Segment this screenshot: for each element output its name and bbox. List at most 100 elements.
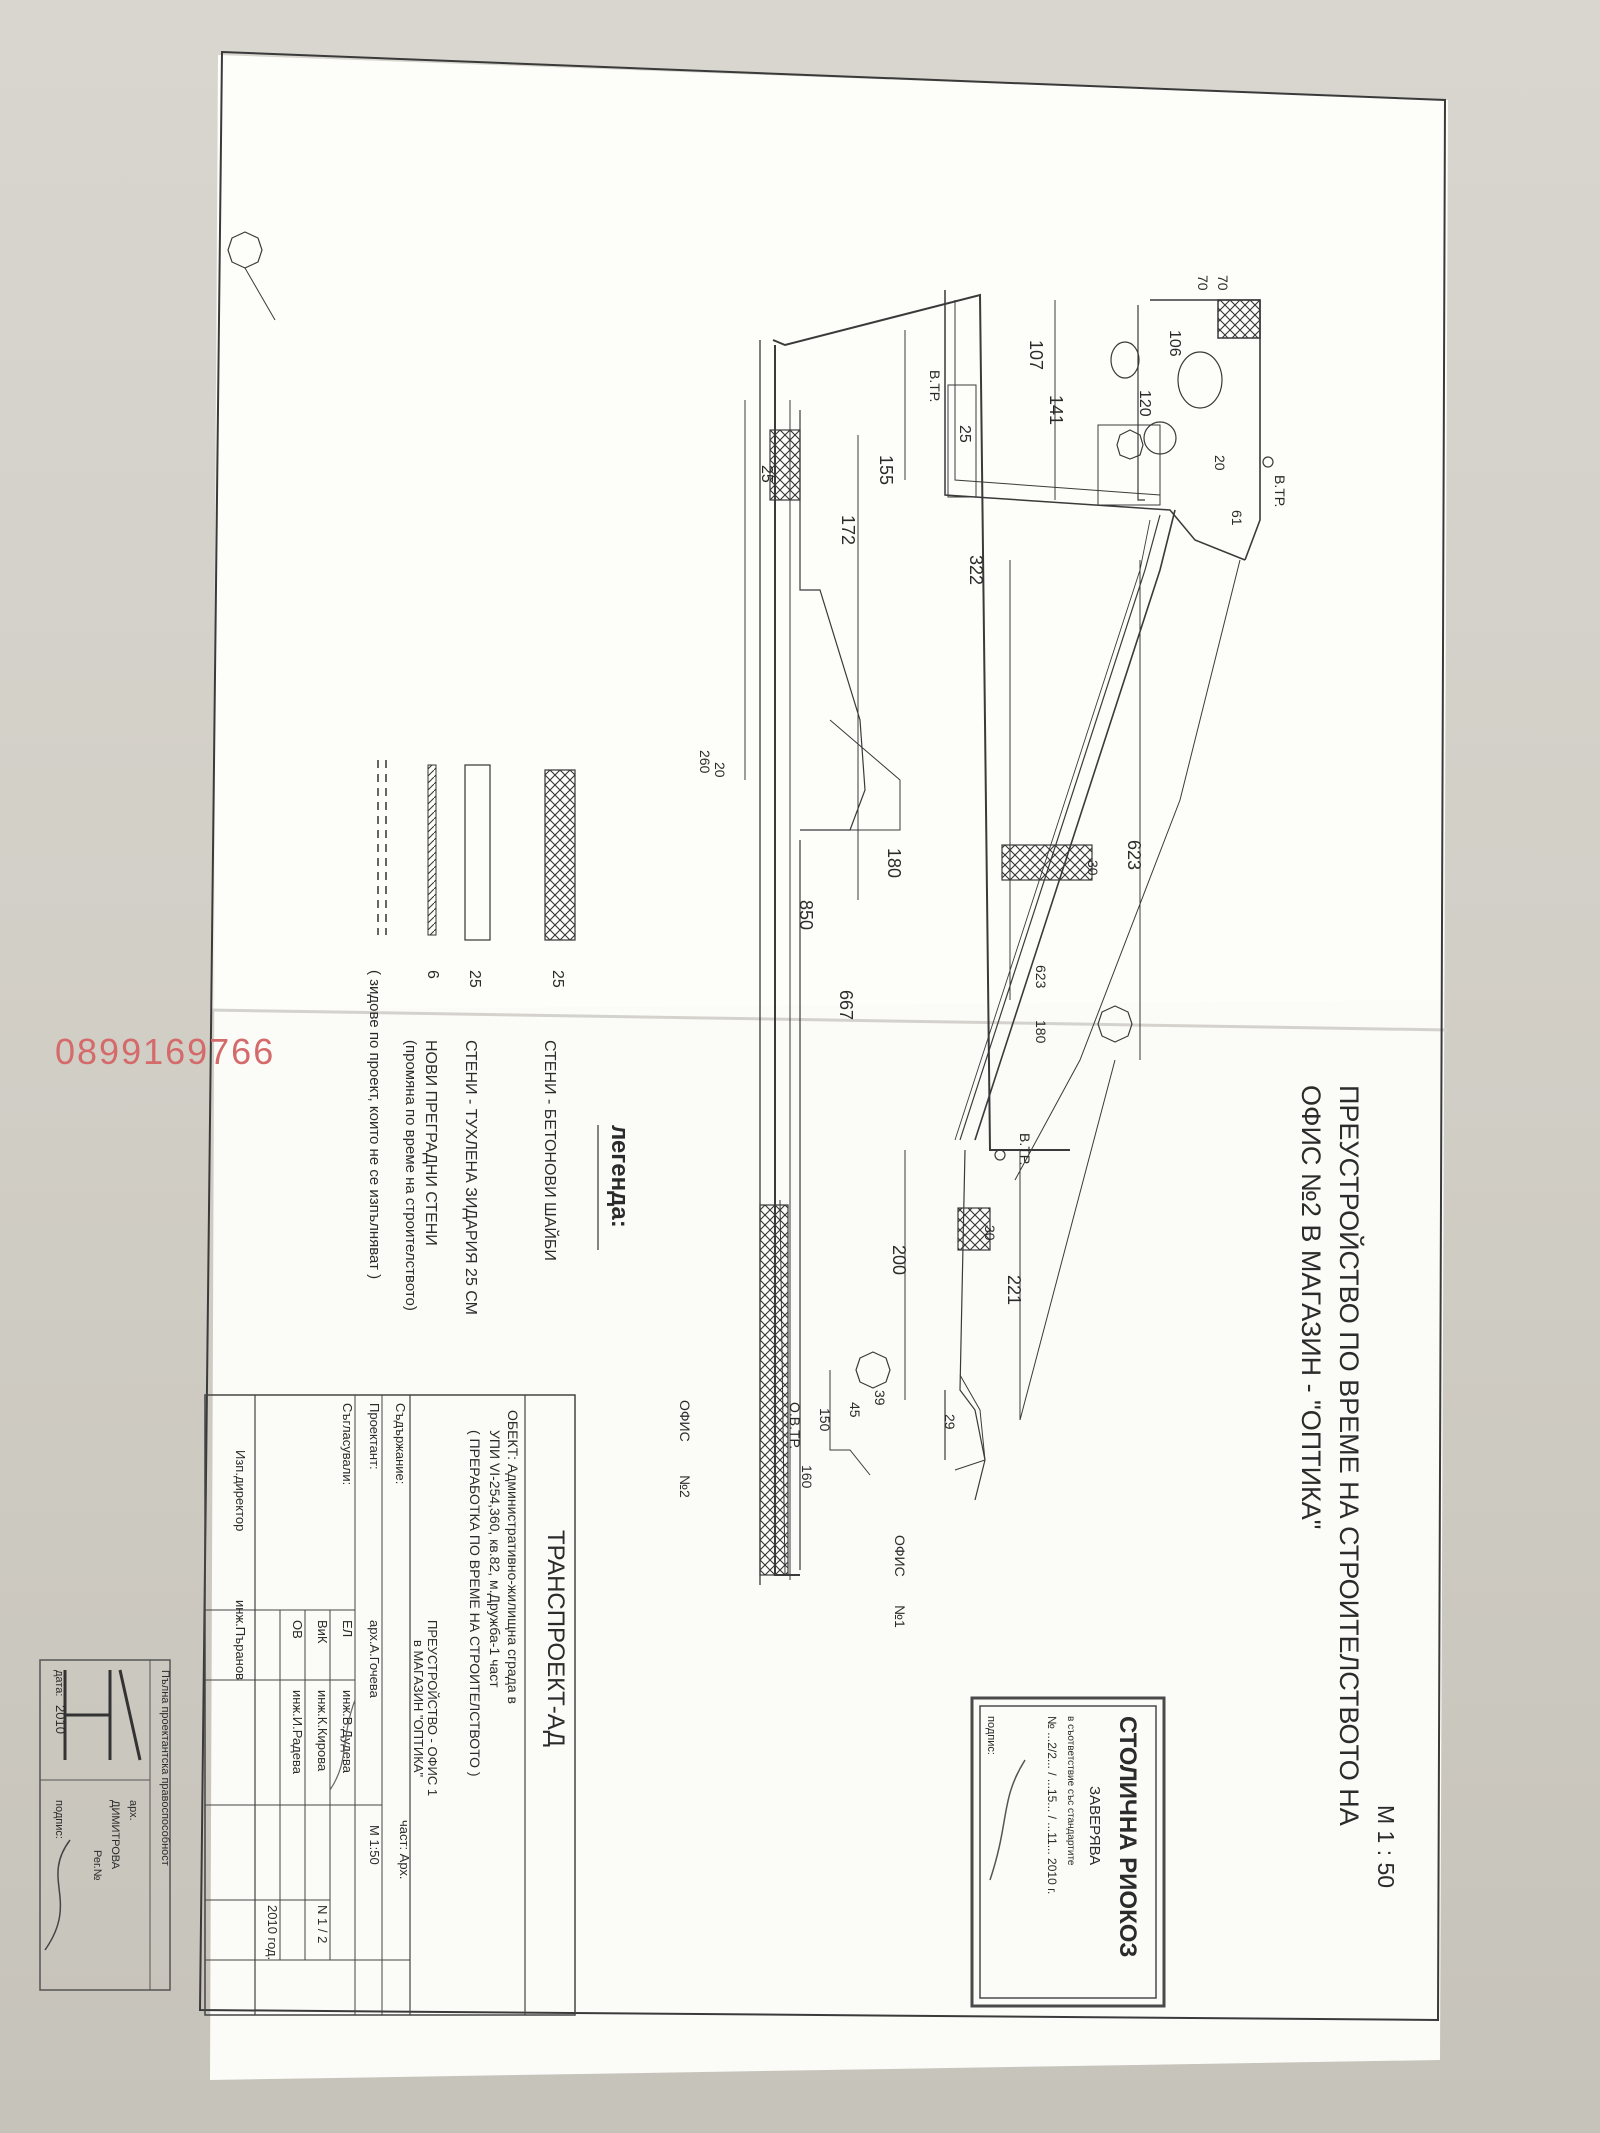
dim-30b: 30 <box>982 1225 998 1241</box>
dim-39: 39 <box>872 1390 888 1406</box>
legend-symbol-brick <box>464 764 491 941</box>
corner-line4: Рег.№ <box>91 1850 103 1881</box>
vtr-label-2: В.ТР. <box>927 370 943 402</box>
title-block-text: ТРАНСПРОЕКТ-АД ОБЕКТ: Административно-жи… <box>233 1403 569 1960</box>
title-scale: М 1 : 50 <box>1373 1805 1399 1888</box>
stamp-title: СТОЛИЧНА РИОКОЗ <box>1114 1716 1141 1957</box>
tb-designer: арх.А.Гочева <box>367 1620 382 1699</box>
tb-agreed-label: Съгласували: <box>340 1403 355 1485</box>
stamp-line: в съответствие със стандартите <box>1065 1716 1076 1866</box>
drawing-border <box>198 50 1447 2022</box>
legend-text-4: ( зидове по проект, които не се изпълняв… <box>366 970 383 1279</box>
dim-61: 61 <box>1229 510 1245 526</box>
dimensions: 107 141 155 172 322 25 25 120 106 70 70 … <box>697 275 1245 1489</box>
dim-30a: 30 <box>1085 860 1101 876</box>
title-block <box>204 1394 576 2016</box>
vtr-label-1: В.ТР. <box>1272 475 1288 507</box>
dim-200: 200 <box>889 1245 909 1275</box>
legend-text-2: СТЕНИ - ТУХЛЕНА ЗИДАРИЯ 25 СМ <box>462 1040 479 1315</box>
tb-part: част: Арх. <box>397 1820 412 1880</box>
corner-line1: Пълна проектантска правоспособност <box>159 1670 171 1866</box>
legend-heading: легенда: <box>606 1125 633 1228</box>
tb-content-label: Съдържание: <box>393 1403 408 1484</box>
tb-director: инж.Пъранов <box>233 1600 248 1680</box>
corner-logo <box>63 1669 142 1761</box>
dim-70a: 70 <box>1215 275 1231 291</box>
legend: легенда: 25 СТЕНИ - БЕТОНОВИ ШАЙБИ 25 СТ… <box>366 760 633 1315</box>
dim-20b: 20 <box>712 762 728 778</box>
corner-sign-label: подпис: <box>53 1800 65 1839</box>
legend-text-3: НОВИ ПРЕГРАДНИ СТЕНИ <box>422 1040 439 1246</box>
dim-20: 20 <box>1212 455 1228 471</box>
tb-object-3: ( ПРЕРАБОТКА ПО ВРЕМЕ НА СТРОИТЕЛСТВОТО … <box>467 1430 483 1777</box>
tb-director-label: Изп.директор <box>233 1450 248 1531</box>
dim-29: 29 <box>942 1414 958 1430</box>
room-labels: ОФИС №2 ОФИС №1 <box>677 1400 908 1628</box>
tb-row-name-2: инж.К.Кирова <box>315 1690 330 1772</box>
title-line2: ОФИС №2 В МАГАЗИН - "ОПТИКА" <box>1296 1085 1326 1529</box>
dim-45: 45 <box>847 1402 863 1418</box>
legend-symbol-concrete <box>544 769 576 941</box>
tb-scale: М 1:50 <box>367 1825 382 1865</box>
dim-150: 150 <box>817 1408 833 1432</box>
tb-year: 2010 год. <box>265 1905 280 1960</box>
stamp-signature-label: подпис: <box>985 1716 997 1755</box>
corner-stamp: Пълна проектантска правоспособност арх. … <box>39 1659 171 1991</box>
concrete-wall <box>1217 299 1261 339</box>
dim-221: 221 <box>1004 1275 1024 1305</box>
corner-date: 2010 <box>53 1705 68 1734</box>
dim-623b: 623 <box>1033 965 1049 989</box>
legend-text-1: СТЕНИ - БЕТОНОВИ ШАЙБИ <box>541 1040 560 1261</box>
tb-company: ТРАНСПРОЕКТ-АД <box>542 1530 569 1747</box>
dim-120: 120 <box>1136 390 1153 417</box>
tb-sheet-no: N 1 / 2 <box>315 1905 330 1943</box>
stamp-subtitle: ЗАВЕРЯВА <box>1086 1786 1103 1865</box>
dim-107: 107 <box>1026 340 1046 370</box>
dim-260: 260 <box>697 750 713 774</box>
vtr-labels: В.ТР. В.ТР. В.ТР. О.В.ТР. <box>787 370 1288 1449</box>
tb-row-code-2: ВиК <box>315 1620 330 1644</box>
office2-num: №2 <box>677 1475 693 1498</box>
dim-322: 322 <box>966 555 986 585</box>
tb-row-name-3: инж.И.Радева <box>290 1690 305 1775</box>
dim-70b: 70 <box>1195 275 1211 291</box>
legend-symbol-new-partition <box>427 764 437 936</box>
tb-content-2: в МАГАЗИН "ОПТИКА" <box>411 1640 426 1778</box>
paper-fold <box>209 1008 1449 1032</box>
tb-row-code-1: ЕЛ <box>340 1620 355 1637</box>
legend-text-3b: (промяна по време на строителството) <box>402 1040 419 1311</box>
tb-designer-label: Проектант: <box>367 1403 382 1470</box>
dim-141: 141 <box>1046 395 1066 425</box>
legend-dim-2: 25 <box>466 970 483 988</box>
corner-line3: ДИМИТРОВА <box>109 1800 121 1870</box>
washbasin <box>1177 351 1223 409</box>
title-line1: ПРЕУСТРОЙСТВО ПО ВРЕМЕ НА СТРОИТЕЛСТВОТО… <box>1334 1085 1365 1826</box>
corner-date-label: дата: <box>53 1670 65 1696</box>
dim-155: 155 <box>876 455 896 485</box>
dim-850: 850 <box>796 900 816 930</box>
floor-plan <box>227 231 1274 1585</box>
tb-row-code-3: ОВ <box>290 1620 305 1639</box>
office1-num: №1 <box>892 1605 908 1628</box>
phone-watermark: 0899169766 <box>55 1031 275 1072</box>
tb-content-1: ПРЕУСТРОЙСТВО - ОФИС 1 <box>425 1620 440 1796</box>
dim-25a: 25 <box>956 425 973 443</box>
toilet <box>1110 341 1140 379</box>
tb-object-1: ОБЕКТ: Административно-жилищна сграда в <box>505 1410 521 1704</box>
tb-object-2: УПИ VI-254,360, кв.82, м.Дружба-1 част <box>487 1430 503 1688</box>
dim-106: 106 <box>1166 330 1183 357</box>
dim-180b: 180 <box>1033 1020 1049 1044</box>
stamp-number: № ...2/2... / ...15... / ...11... 2010 г… <box>1045 1716 1059 1894</box>
dim-180a: 180 <box>884 848 904 878</box>
dim-172: 172 <box>838 515 858 545</box>
dim-25b: 25 <box>758 465 775 483</box>
dim-667: 667 <box>836 990 856 1020</box>
office2-label: ОФИС <box>677 1400 693 1442</box>
legend-dim-1: 25 <box>549 970 566 988</box>
dim-160: 160 <box>799 1465 815 1489</box>
legend-dim-3: 6 <box>424 970 441 979</box>
vtr-label-3: В.ТР. <box>1017 1133 1033 1165</box>
office1-label: ОФИС <box>892 1535 908 1577</box>
